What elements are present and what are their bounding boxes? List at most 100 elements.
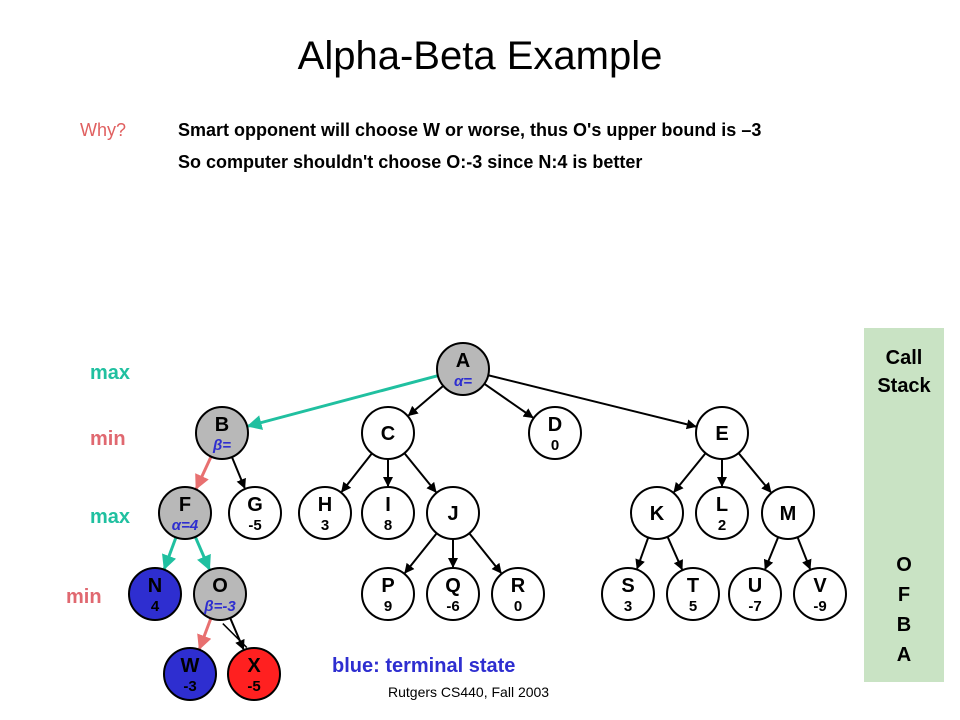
tree-node-V: V-9 bbox=[793, 567, 847, 621]
node-value: -9 bbox=[813, 598, 826, 615]
node-value: α=4 bbox=[172, 517, 199, 534]
node-value: 9 bbox=[384, 598, 392, 615]
edge-O-W bbox=[197, 617, 213, 651]
edge-K-S bbox=[635, 537, 650, 570]
node-label: O bbox=[212, 575, 228, 597]
edge-A-C bbox=[407, 385, 444, 417]
tree-node-I: I8 bbox=[361, 486, 415, 540]
legend-terminal-state: blue: terminal state bbox=[332, 655, 516, 677]
node-label: B bbox=[215, 414, 229, 436]
edge-C-H bbox=[340, 452, 373, 493]
tree-node-R: R0 bbox=[491, 567, 545, 621]
node-label: U bbox=[748, 575, 762, 597]
node-value: 4 bbox=[151, 598, 160, 615]
node-value: -3 bbox=[183, 678, 196, 695]
tree-node-F: Fα=4 bbox=[158, 486, 212, 540]
node-value: 5 bbox=[689, 598, 697, 615]
node-label: C bbox=[381, 423, 395, 445]
node-circle bbox=[361, 567, 415, 621]
node-circle bbox=[361, 406, 415, 460]
node-label: Q bbox=[445, 575, 461, 597]
tree-node-G: G-5 bbox=[228, 486, 282, 540]
tree-node-B: Bβ= bbox=[195, 406, 249, 460]
tree-node-J: J bbox=[426, 486, 480, 540]
call-stack-item: F bbox=[897, 584, 911, 606]
why-label: Why? bbox=[80, 120, 127, 140]
node-circle bbox=[695, 406, 749, 460]
node-label: P bbox=[381, 575, 394, 597]
edge-J-R bbox=[468, 532, 502, 574]
node-circle bbox=[361, 486, 415, 540]
node-label: R bbox=[511, 575, 526, 597]
node-value: α= bbox=[454, 373, 472, 390]
edge-J-P bbox=[404, 532, 438, 574]
edge-E-M bbox=[737, 452, 772, 493]
node-label: K bbox=[650, 503, 665, 525]
level-label-min-1: min bbox=[90, 428, 126, 450]
node-circle bbox=[228, 486, 282, 540]
node-circle bbox=[163, 647, 217, 701]
node-circle bbox=[528, 406, 582, 460]
edge-A-B bbox=[246, 374, 439, 430]
prune-mark bbox=[222, 623, 248, 649]
node-circle bbox=[195, 406, 249, 460]
node-label: L bbox=[716, 494, 728, 516]
footer-credit: Rutgers CS440, Fall 2003 bbox=[388, 684, 550, 700]
node-label: D bbox=[548, 414, 562, 436]
edge-M-U bbox=[763, 536, 780, 570]
level-label-min-2: min bbox=[66, 586, 102, 608]
call-stack-item: B bbox=[896, 614, 912, 636]
call-stack-item: O bbox=[896, 554, 912, 576]
tree-node-C: C bbox=[361, 406, 415, 460]
node-value: 3 bbox=[624, 598, 632, 615]
node-label: F bbox=[179, 494, 191, 516]
call-stack-title-line-2: Stack bbox=[877, 375, 931, 397]
node-label: I bbox=[385, 494, 391, 516]
node-circle bbox=[491, 567, 545, 621]
node-circle bbox=[666, 567, 720, 621]
node-circle bbox=[158, 486, 212, 540]
tree-node-T: T5 bbox=[666, 567, 720, 621]
node-label: G bbox=[247, 494, 263, 516]
node-circle bbox=[793, 567, 847, 621]
node-label: N bbox=[148, 575, 162, 597]
tree-node-Q: Q-6 bbox=[426, 567, 480, 621]
node-circle bbox=[426, 486, 480, 540]
node-circle bbox=[630, 486, 684, 540]
node-circle bbox=[728, 567, 782, 621]
tree-edges bbox=[162, 374, 812, 651]
node-circle bbox=[761, 486, 815, 540]
tree-node-M: M bbox=[761, 486, 815, 540]
edge-F-N bbox=[162, 536, 178, 571]
tree-node-L: L2 bbox=[695, 486, 749, 540]
edge-A-E bbox=[488, 374, 697, 430]
edge-O-X bbox=[229, 617, 245, 651]
explanation-line-2: So computer shouldn't choose O:-3 since … bbox=[178, 152, 643, 172]
node-circle bbox=[426, 567, 480, 621]
edge-K-T bbox=[666, 536, 683, 571]
node-label: E bbox=[715, 423, 728, 445]
node-circle bbox=[695, 486, 749, 540]
node-value: 0 bbox=[551, 437, 559, 454]
call-stack-title-line-1: Call bbox=[885, 347, 923, 369]
node-label: X bbox=[247, 655, 261, 677]
node-value: 2 bbox=[718, 517, 726, 534]
slide-title: Alpha-Beta Example bbox=[297, 34, 663, 78]
node-circle bbox=[128, 567, 182, 621]
node-label: M bbox=[780, 503, 797, 525]
tree-node-S: S3 bbox=[601, 567, 655, 621]
node-circle bbox=[436, 342, 490, 396]
node-value: -7 bbox=[748, 598, 761, 615]
level-label-max-1: max bbox=[90, 362, 131, 384]
edge-A-D bbox=[483, 383, 534, 419]
node-value: -5 bbox=[248, 517, 261, 534]
explanation-line-1: Smart opponent will choose W or worse, t… bbox=[178, 120, 762, 140]
tree-node-W: W-3 bbox=[163, 647, 217, 701]
tree-node-D: D0 bbox=[528, 406, 582, 460]
tree-node-K: K bbox=[630, 486, 684, 540]
tree-node-U: U-7 bbox=[728, 567, 782, 621]
edge-C-J bbox=[403, 452, 437, 493]
tree-node-E: E bbox=[695, 406, 749, 460]
